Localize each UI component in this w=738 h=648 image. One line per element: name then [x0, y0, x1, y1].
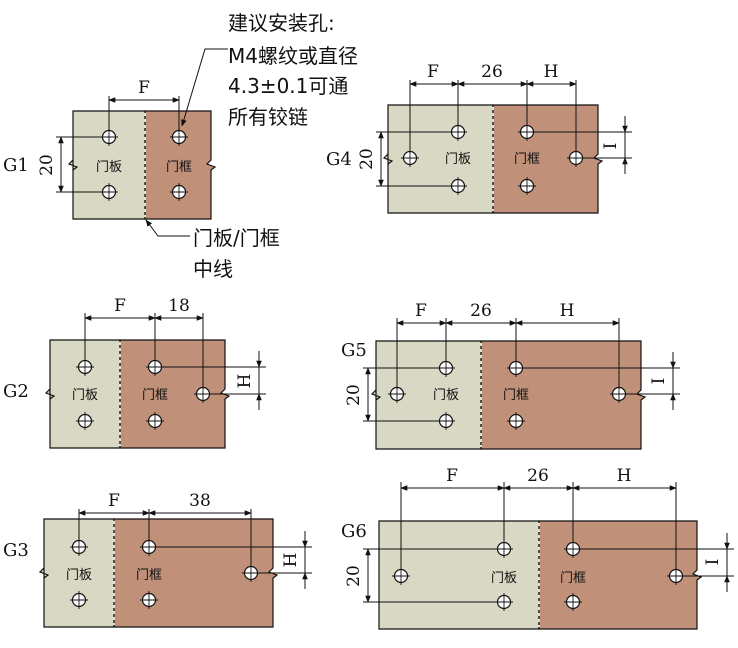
- door-leaf-panel: [382, 104, 494, 214]
- variant-id-g4: G4: [326, 149, 352, 170]
- dimension-h-label: H: [544, 62, 559, 82]
- door-frame-panel: [492, 104, 604, 214]
- mounting-hole: [70, 538, 88, 556]
- door-frame-panel: [144, 110, 217, 220]
- door-leaf-label: 门板: [72, 388, 98, 403]
- door-leaf-label: 门板: [66, 568, 92, 583]
- variant-id-g1: G1: [3, 155, 29, 176]
- dimension-h-label: H: [281, 553, 301, 568]
- callout-line: 中线: [193, 257, 233, 281]
- door-leaf-label: 门板: [433, 388, 459, 403]
- variant-g1: 门板 门框 F 20 G1: [3, 78, 217, 220]
- door-frame-label: 门框: [503, 388, 529, 403]
- variant-id-g6: G6: [341, 521, 367, 542]
- dimension-gap-label: 26: [470, 301, 492, 321]
- mounting-hole: [140, 591, 158, 609]
- dimension-gap-label: 26: [527, 466, 549, 486]
- dimension-vertical-label: 20: [344, 384, 364, 406]
- door-frame-label: 门框: [142, 388, 168, 403]
- door-leaf-label: 门板: [96, 160, 122, 175]
- mounting-hole: [76, 412, 94, 430]
- door-leaf-panel: [370, 340, 482, 450]
- mounting-hole: [146, 412, 164, 430]
- mounting-hole: [170, 183, 188, 201]
- callout-line: 建议安装孔:: [228, 11, 335, 35]
- mounting-hole: [392, 567, 410, 585]
- dimension-offset-label: 38: [189, 491, 211, 511]
- mounting-hole: [70, 591, 88, 609]
- dimension-i-label: I: [649, 378, 669, 385]
- callout-line: 门板/门框: [193, 226, 280, 250]
- door-frame-label: 门框: [514, 152, 540, 167]
- variant-g4: 门板 门框 F 26 H 20 I G4: [326, 62, 632, 214]
- dimension-vertical-label: 20: [344, 565, 364, 587]
- variant-id-g3: G3: [3, 540, 29, 561]
- dimension-h-label: H: [560, 301, 575, 321]
- mounting-hole: [76, 358, 94, 376]
- mounting-hole: [564, 593, 582, 611]
- variant-g6: 门板 门框 F 26 H 20 I G6: [341, 466, 734, 630]
- mounting-hole: [518, 123, 536, 141]
- door-frame-label: 门框: [136, 568, 162, 583]
- door-leaf-label: 门板: [491, 571, 517, 586]
- dimension-h-label: H: [235, 374, 255, 389]
- variant-id-g5: G5: [341, 340, 367, 361]
- variant-id-g2: G2: [3, 381, 29, 402]
- dimension-f-label: F: [108, 491, 120, 511]
- dimension-h-label: H: [617, 466, 632, 486]
- mounting-hole: [518, 177, 536, 195]
- dimension-gap-label: 26: [481, 62, 503, 82]
- dimension-f-label: F: [427, 62, 439, 82]
- dimension-f-label: F: [446, 466, 458, 486]
- variant-g2: 门板 门框 F 18H G2: [3, 296, 266, 449]
- dimension-f-label: F: [114, 296, 126, 316]
- door-frame-label: 门框: [166, 160, 192, 175]
- dimension-vertical-label: 20: [37, 154, 57, 176]
- dimension-offset-label: 18: [168, 296, 190, 316]
- dimension-i-label: I: [703, 559, 723, 566]
- mounting-hole: [388, 385, 406, 403]
- callout-line: 4.3±0.1可通: [228, 74, 348, 98]
- mounting-hole: [507, 412, 525, 430]
- dimension-i-label: I: [601, 143, 621, 150]
- door-leaf-label: 门板: [445, 152, 471, 167]
- callout-line: 所有铰链: [228, 105, 308, 129]
- mounting-hole: [401, 149, 419, 167]
- door-frame-label: 门框: [560, 571, 586, 586]
- dimension-f-label: F: [138, 78, 150, 98]
- callout-line: M4螺纹或直径: [228, 44, 358, 68]
- dimension-vertical-label: 20: [357, 148, 377, 170]
- dimension-f-label: F: [415, 301, 427, 321]
- variant-g3: 门板 门框 F 38H G3: [3, 491, 312, 628]
- mounting-hole: [495, 540, 513, 558]
- variant-g5: 门板 门框 F 26 H 20 I G5: [341, 301, 680, 450]
- mounting-hole: [437, 412, 455, 430]
- mounting-hole: [170, 128, 188, 146]
